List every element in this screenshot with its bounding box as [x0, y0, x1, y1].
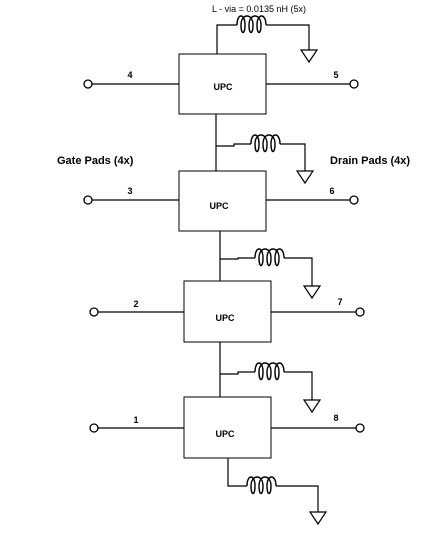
drain-pad — [349, 195, 359, 205]
drain-pad — [355, 423, 365, 433]
drain-pad — [355, 307, 365, 317]
upc-stage-2-7: UPC 2 7 — [89, 280, 365, 343]
drain-pin-number: 7 — [337, 297, 342, 307]
upc-stage-3-6: UPC 3 6 — [83, 170, 359, 232]
via-inductor-2 — [219, 231, 322, 300]
gate-pads-label: Gate Pads (4x) — [57, 155, 134, 167]
gate-pad — [83, 195, 93, 205]
ground-symbol-icon — [302, 285, 322, 300]
gate-pin-number: 2 — [133, 299, 138, 309]
upc-box-label: UPC — [209, 201, 229, 211]
ground-symbol-icon — [299, 49, 319, 64]
upc-box-label: UPC — [213, 82, 233, 92]
drain-pin-number: 8 — [333, 413, 338, 423]
gate-pin-number: 3 — [127, 186, 132, 196]
via-inductor-3 — [219, 342, 322, 414]
drain-pin-number: 5 — [333, 70, 338, 80]
inductor-value-label: L - via = 0.0135 nH (5x) — [212, 4, 306, 14]
ground-symbol-icon — [295, 170, 315, 185]
upc-stage-4-5: UPC 4 5 — [83, 53, 359, 115]
gate-pin-number: 1 — [133, 415, 138, 425]
gate-pin-number: 4 — [127, 70, 132, 80]
via-inductor-1 — [215, 114, 315, 185]
ground-symbol-icon — [302, 399, 322, 414]
gate-pad — [89, 423, 99, 433]
upc-box — [183, 280, 272, 343]
upc-box — [183, 396, 272, 459]
upc-stage-1-8: UPC 1 8 — [89, 396, 365, 459]
gate-pad — [89, 307, 99, 317]
gate-pad — [83, 79, 93, 89]
via-inductor-bottom — [227, 458, 328, 526]
upc-box-label: UPC — [215, 313, 235, 323]
upc-box-label: UPC — [215, 429, 235, 439]
upc-box — [178, 170, 267, 232]
via-inductor-top — [216, 15, 319, 64]
upc-box — [178, 53, 267, 115]
ground-symbol-icon — [308, 511, 328, 526]
drain-pads-label: Drain Pads (4x) — [330, 155, 410, 167]
drain-pad — [349, 79, 359, 89]
drain-pin-number: 6 — [329, 186, 334, 196]
